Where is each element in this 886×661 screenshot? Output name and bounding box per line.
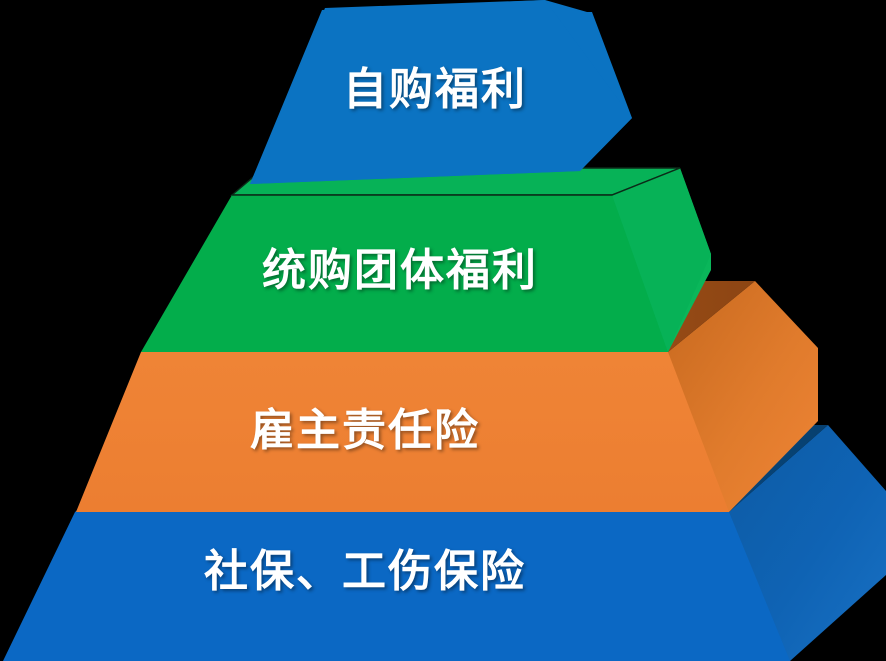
tier-2-label: 统购团体福利 — [262, 246, 538, 295]
tier-1-apex-body — [250, 0, 632, 184]
tier-2-upper-middle — [141, 167, 711, 352]
tier-4-front-face — [3, 512, 790, 661]
tier-3-front-face — [76, 352, 729, 512]
tier-4-side-face — [729, 425, 886, 661]
tier-3-lower-middle — [76, 281, 818, 512]
tier-2-ridge-line — [232, 167, 681, 196]
tier-1-apex — [250, 0, 632, 184]
tier-3-label: 雇主责任险 — [250, 406, 480, 455]
tier-2-ridge-highlight — [612, 168, 711, 352]
tier-1-label: 自购福利 — [343, 65, 527, 114]
tier-2-front-face — [141, 195, 668, 352]
tier-4-label: 社保、工伤保险 — [204, 547, 526, 596]
